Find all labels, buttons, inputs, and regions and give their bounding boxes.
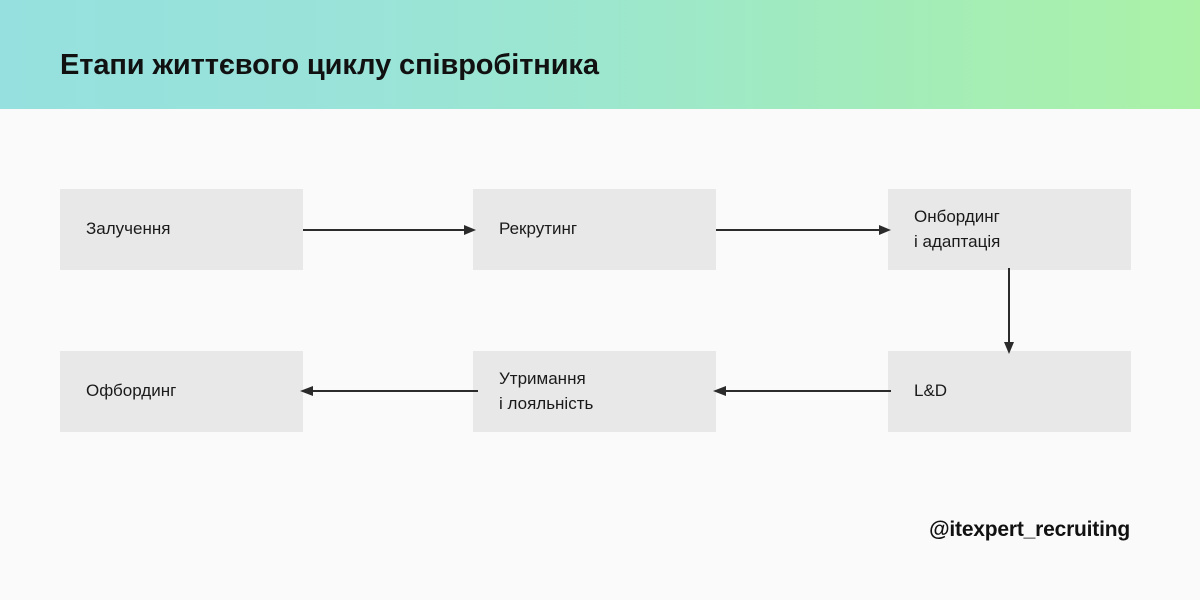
arrow-onboarding-to-ld xyxy=(1004,268,1014,354)
page-title: Етапи життєвого циклу співробітника xyxy=(60,49,599,81)
node-attraction[interactable]: Залучення xyxy=(60,189,303,270)
arrow-ld-to-retention xyxy=(713,386,891,396)
social-handle: @itexpert_recruiting xyxy=(929,518,1130,541)
node-recruiting[interactable]: Рекрутинг xyxy=(473,189,716,270)
node-onboarding[interactable]: Онбординг і адаптація xyxy=(888,189,1131,270)
header-band: Етапи життєвого циклу співробітника xyxy=(0,0,1200,109)
node-attraction-label: Залучення xyxy=(86,219,171,239)
node-onboarding-label: Онбординг і адаптація xyxy=(914,206,1001,251)
node-retention-label: Утримання і лояльність xyxy=(499,368,594,413)
node-recruiting-label: Рекрутинг xyxy=(499,219,578,239)
arrow-attraction-to-recruiting xyxy=(303,225,476,235)
arrow-recruiting-to-onboarding xyxy=(716,225,891,235)
node-ld[interactable]: L&D xyxy=(888,351,1131,432)
flow-diagram: Залучення Рекрутинг Онбординг і адаптаці… xyxy=(0,109,1200,600)
arrow-retention-to-offboarding xyxy=(300,386,478,396)
node-retention[interactable]: Утримання і лояльність xyxy=(473,351,716,432)
node-offboarding[interactable]: Офбординг xyxy=(60,351,303,432)
node-offboarding-label: Офбординг xyxy=(86,381,177,401)
node-ld-label: L&D xyxy=(914,381,948,401)
